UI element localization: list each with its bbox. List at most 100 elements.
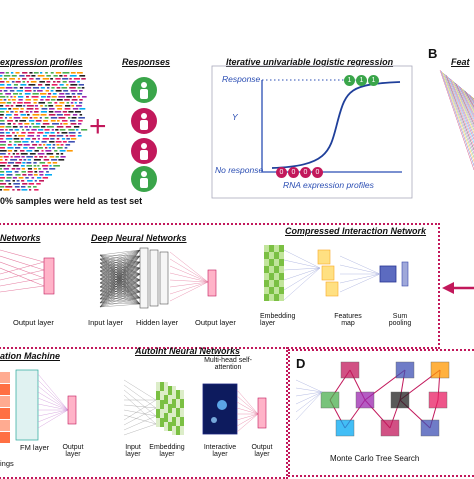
heatmap-dash xyxy=(0,72,4,74)
heatmap-dash xyxy=(7,177,12,179)
heatmap-dash xyxy=(29,189,31,191)
heatmap-dash xyxy=(27,81,29,83)
heatmap-dash xyxy=(14,117,21,119)
heatmap-dash xyxy=(10,90,14,92)
heatmap-dash xyxy=(13,108,19,110)
heatmap-dash xyxy=(39,156,43,158)
heatmap-dash xyxy=(13,102,15,104)
heatmap-dash xyxy=(0,180,3,182)
response-person-icon xyxy=(131,77,157,103)
heatmap-dash xyxy=(69,81,76,83)
heatmap-dash xyxy=(52,129,54,131)
heatmap-dash xyxy=(5,117,7,119)
heatmap-dash xyxy=(6,126,12,128)
heatmap-dash xyxy=(0,165,5,167)
heatmap-dash xyxy=(0,174,4,176)
heatmap-dash xyxy=(33,114,40,116)
no-response-marker: 0 xyxy=(312,167,323,178)
y-axis-label: Y xyxy=(232,113,238,122)
heatmap-dash xyxy=(8,123,11,125)
heatmap-dash xyxy=(64,114,70,116)
heatmap-dash xyxy=(12,99,16,101)
heatmap-dash xyxy=(57,114,63,116)
heatmap-dash xyxy=(66,126,71,128)
heatmap-dash xyxy=(40,105,43,107)
heatmap-dash xyxy=(40,99,43,101)
heatmap-dash xyxy=(27,114,29,116)
heatmap-dash xyxy=(73,96,76,98)
heatmap-dash xyxy=(26,99,31,101)
heatmap-dash xyxy=(56,141,62,143)
no-response-marker: 0 xyxy=(300,167,311,178)
heatmap-dash xyxy=(44,129,49,131)
heatmap-dash xyxy=(29,147,35,149)
feature-line xyxy=(442,72,474,168)
response-marker: 1 xyxy=(344,75,355,86)
heatmap-dash xyxy=(45,174,52,176)
heatmap-dash xyxy=(37,135,40,137)
heatmap-dash xyxy=(34,165,37,167)
heatmap-dash xyxy=(45,105,47,107)
heatmap-dash xyxy=(15,162,21,164)
heatmap-dash xyxy=(6,114,12,116)
heatmap-dash xyxy=(16,81,21,83)
feature-line xyxy=(469,94,474,151)
heatmap-dash xyxy=(0,105,3,107)
heatmap-dash xyxy=(55,111,62,113)
heatmap-dash xyxy=(36,120,42,122)
heatmap-dash xyxy=(50,156,55,158)
heatmap-dash xyxy=(13,177,17,179)
heatmap-dash xyxy=(57,135,64,137)
heatmap-dash xyxy=(6,96,8,98)
heatmap-dash xyxy=(55,78,60,80)
heatmap-dash xyxy=(39,180,44,182)
heatmap-dash xyxy=(0,108,7,110)
response-axis-label: Response xyxy=(222,75,260,84)
heatmap-dash xyxy=(22,78,26,80)
heatmap-dash xyxy=(41,96,46,98)
heatmap-dash xyxy=(10,96,12,98)
heatmap-dash xyxy=(33,186,37,188)
heatmap-dash xyxy=(34,111,39,113)
autoint-input-layer-label: Input layer xyxy=(118,444,148,459)
heatmap-dash xyxy=(71,105,74,107)
heatmap-dash xyxy=(56,90,62,92)
heatmap-dash xyxy=(0,78,2,80)
feature-line xyxy=(444,73,474,168)
heatmap-dash xyxy=(0,75,2,77)
heatmap-dash xyxy=(53,144,56,146)
heatmap-dash xyxy=(48,162,52,164)
heatmap-dash xyxy=(63,111,67,113)
heatmap-dash xyxy=(0,168,2,170)
feature-line xyxy=(440,70,474,170)
heatmap-dash xyxy=(9,78,15,80)
heatmap-dash xyxy=(70,75,77,77)
heatmap-dash xyxy=(78,87,81,89)
heatmap-dash xyxy=(79,84,84,86)
feature-line xyxy=(462,88,474,156)
feature-line xyxy=(441,71,474,169)
heatmap-dash xyxy=(37,165,39,167)
heatmap-dash xyxy=(24,144,30,146)
heatmap-dash xyxy=(38,75,45,77)
heatmap-dash xyxy=(14,138,20,140)
heatmap-dash xyxy=(37,177,41,179)
heatmap-dash xyxy=(23,159,26,161)
heatmap-dash xyxy=(33,99,37,101)
heatmap-dash xyxy=(21,171,25,173)
heatmap-dash xyxy=(76,129,79,131)
heatmap-dash xyxy=(38,168,41,170)
heatmap-dash xyxy=(79,99,82,101)
heatmap-dash xyxy=(32,96,39,98)
heatmap-dash xyxy=(12,168,16,170)
heatmap-dash xyxy=(11,105,14,107)
feature-line xyxy=(470,95,474,150)
heatmap-dash xyxy=(14,84,18,86)
heatmap-dash xyxy=(53,162,57,164)
heatmap-dash xyxy=(20,87,23,89)
heatmap-dash xyxy=(66,138,69,140)
heatmap-dash xyxy=(19,120,26,122)
heatmap-dash xyxy=(26,96,29,98)
heatmap-dash xyxy=(34,150,38,152)
heatmap-dash xyxy=(5,180,10,182)
